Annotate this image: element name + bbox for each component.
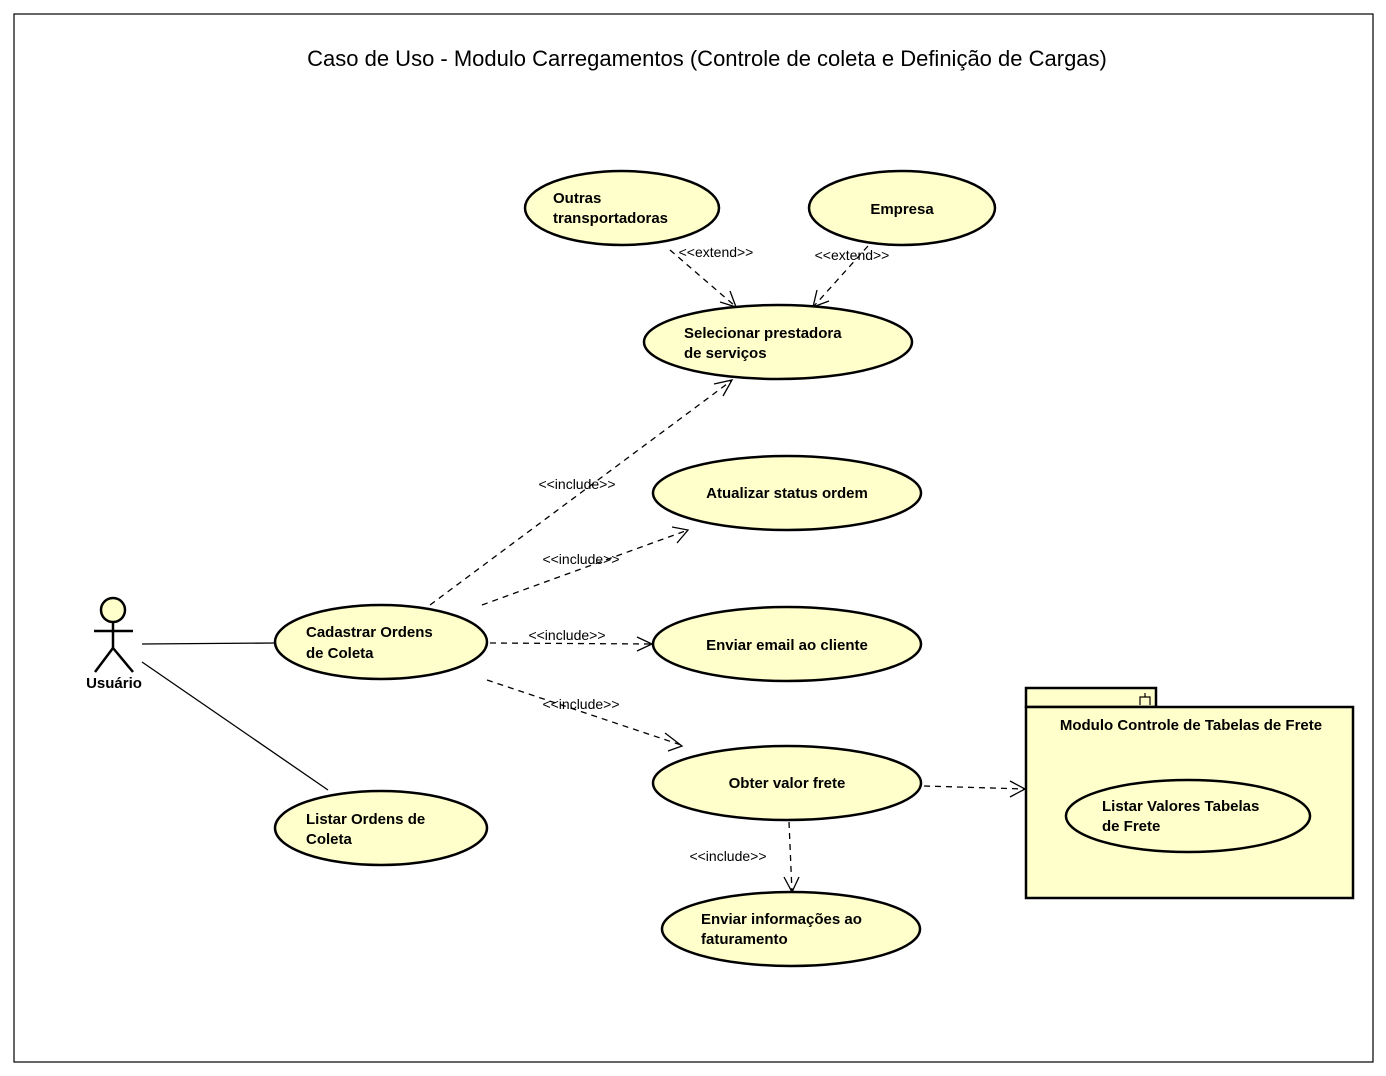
use-case-obter-valor-frete: Obter valor frete	[651, 744, 923, 822]
stereotype-extend-outras: <<extend>>	[679, 244, 754, 260]
use-case-listar-valores-line-1: Listar Valores Tabelas	[1102, 798, 1259, 815]
use-case-label-line-2: de Coleta	[306, 645, 374, 662]
use-case-label: Empresa	[870, 201, 934, 218]
use-case-label: Atualizar status ordem	[706, 485, 868, 502]
stereotype-include-email: <<include>>	[528, 627, 605, 643]
use-case-label-line-1: Cadastrar Ordens	[306, 624, 433, 641]
use-case-ellipse	[660, 890, 922, 968]
use-case-label-line-1: Listar Ordens de	[306, 811, 425, 828]
use-case-enviar-informacoes: Enviar informações ao faturamento	[660, 890, 922, 968]
use-case-ellipse	[642, 303, 914, 381]
use-case-label-line-1: Enviar informações ao	[701, 911, 862, 928]
include-line-atualizar	[481, 529, 689, 606]
extend-arrow-outras	[719, 290, 738, 309]
dependency-line-package	[923, 785, 1026, 790]
use-case-ellipse	[651, 744, 923, 822]
use-case-listar-valores-ellipse	[1064, 778, 1312, 854]
use-case-atualizar-status: Atualizar status ordem	[651, 454, 923, 532]
package-tabelas-frete: Modulo Controle de Tabelas de Frete List…	[1024, 686, 1355, 900]
use-case-label-line-2: faturamento	[701, 931, 788, 948]
use-case-empresa: Empresa	[807, 169, 997, 247]
package-icon	[1139, 693, 1151, 705]
stereotype-include-selecionar: <<include>>	[538, 476, 615, 492]
use-case-enviar-email: Enviar email ao cliente	[651, 605, 923, 683]
include-line-frete	[486, 679, 682, 746]
actor-right-leg	[112, 647, 134, 673]
use-case-label: Enviar email ao cliente	[706, 637, 868, 654]
association-listar	[141, 661, 329, 791]
include-arrow-frete	[664, 732, 684, 752]
include-arrow-atualizar	[671, 526, 690, 544]
include-line-email	[489, 642, 653, 645]
package-name: Modulo Controle de Tabelas de Frete	[1060, 717, 1322, 734]
use-case-label: Obter valor frete	[729, 775, 846, 792]
use-case-cadastrar-ordens: Cadastrar Ordens de Coleta	[273, 603, 489, 681]
use-case-label-line-1: Selecionar prestadora	[684, 325, 842, 342]
diagram-frame	[13, 13, 1374, 1063]
use-case-ellipse	[273, 603, 489, 681]
use-case-selecionar-prestadora: Selecionar prestadora de serviços	[642, 303, 914, 381]
use-case-ellipse	[523, 169, 721, 247]
extend-line-empresa	[813, 245, 869, 307]
stereotype-extend-empresa: <<extend>>	[815, 247, 890, 263]
actor-left-leg	[94, 647, 114, 673]
use-case-label-line-2: de serviços	[684, 345, 767, 362]
use-case-ellipse	[807, 169, 997, 247]
use-case-listar-valores-line-2: de Frete	[1102, 818, 1160, 835]
use-case-outras-transportadoras: Outras transportadoras	[523, 169, 721, 247]
use-case-ellipse	[273, 789, 489, 867]
actor-head	[99, 596, 127, 624]
use-case-ellipse	[651, 605, 923, 683]
use-case-ellipse	[651, 454, 923, 532]
stereotype-include-frete: <<include>>	[542, 696, 619, 712]
actor-name: Usuário	[86, 675, 142, 692]
association-cadastrar	[141, 642, 277, 645]
stereotype-include-info: <<include>>	[689, 848, 766, 864]
include-line-selecionar	[429, 380, 732, 606]
stereotype-include-atualizar: <<include>>	[542, 551, 619, 567]
package-tab	[1024, 686, 1158, 709]
use-case-label-line-2: Coleta	[306, 831, 353, 848]
include-line-info	[788, 821, 793, 893]
include-arrow-selecionar	[713, 379, 734, 397]
actor-usuario: Usuário	[86, 596, 142, 692]
use-case-label-line-1: Outras	[553, 190, 601, 207]
extend-line-outras	[669, 249, 736, 307]
use-case-listar-ordens: Listar Ordens de Coleta	[273, 789, 489, 867]
diagram-title: Caso de Uso - Modulo Carregamentos (Cont…	[307, 46, 1107, 71]
use-case-label-line-2: transportadoras	[553, 210, 668, 227]
